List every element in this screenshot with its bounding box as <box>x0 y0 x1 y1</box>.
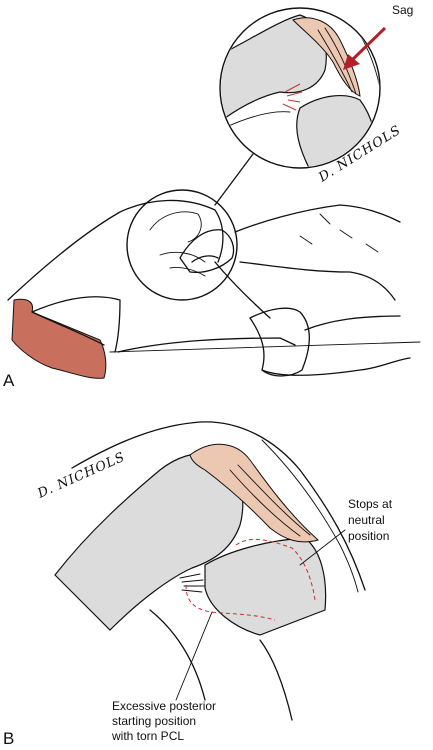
tibia-b <box>204 537 327 636</box>
panel-b: Stops at neutral position Excessive post… <box>3 421 395 748</box>
shorts-cuff <box>11 298 107 379</box>
knee-detail-small <box>149 211 206 277</box>
panel-letter-a: A <box>3 371 15 390</box>
magnifier-small-circle <box>126 189 238 301</box>
examiner-leg <box>249 307 401 377</box>
torn-fibers-a <box>282 83 303 111</box>
ligament-fibers-b <box>229 464 311 537</box>
signature-bottom: D. NICHOLS <box>35 450 128 502</box>
femur-condyle-a <box>221 14 327 119</box>
stops-line-1: Stops at <box>348 497 393 511</box>
ligament-a <box>292 17 361 97</box>
excessive-line-1: Excessive posterior <box>112 699 216 713</box>
shorts-hem <box>31 311 105 346</box>
examiner-arm-right <box>234 204 401 301</box>
posterior-position-dashed <box>185 584 276 621</box>
skin-line-b2 <box>261 439 359 593</box>
excessive-line-3: with torn PCL <box>111 729 184 743</box>
shin-outline <box>117 261 296 353</box>
thigh-outline <box>7 199 224 353</box>
leader-excessive <box>175 611 213 701</box>
ligament-b <box>189 443 320 543</box>
stops-line-2: neutral <box>348 513 385 527</box>
panel-a: Sag D. NICHOLS A <box>3 3 421 390</box>
red-arrow-head <box>343 54 360 70</box>
lower-leg-lines <box>149 609 293 721</box>
stops-label: Stops at neutral position <box>348 497 395 543</box>
excessive-label: Excessive posterior starting position wi… <box>111 699 219 743</box>
torn-fibers-b <box>179 573 205 593</box>
ligament-fibers-a <box>317 27 357 95</box>
examiner-sleeve-marks <box>299 213 379 253</box>
excessive-line-2: starting position <box>112 714 196 728</box>
sag-label: Sag <box>392 3 413 17</box>
exam-table-line <box>109 341 421 353</box>
leader-stops <box>299 529 346 566</box>
panel-letter-b: B <box>3 729 14 748</box>
foot-outline <box>261 357 411 376</box>
skin-line-b <box>71 421 366 591</box>
examiner-hand-left <box>179 229 235 274</box>
neutral-position-dashed <box>235 538 316 601</box>
magnifier-connector <box>214 149 257 206</box>
red-arrow-icon <box>348 26 387 64</box>
stops-line-3: position <box>348 529 389 543</box>
